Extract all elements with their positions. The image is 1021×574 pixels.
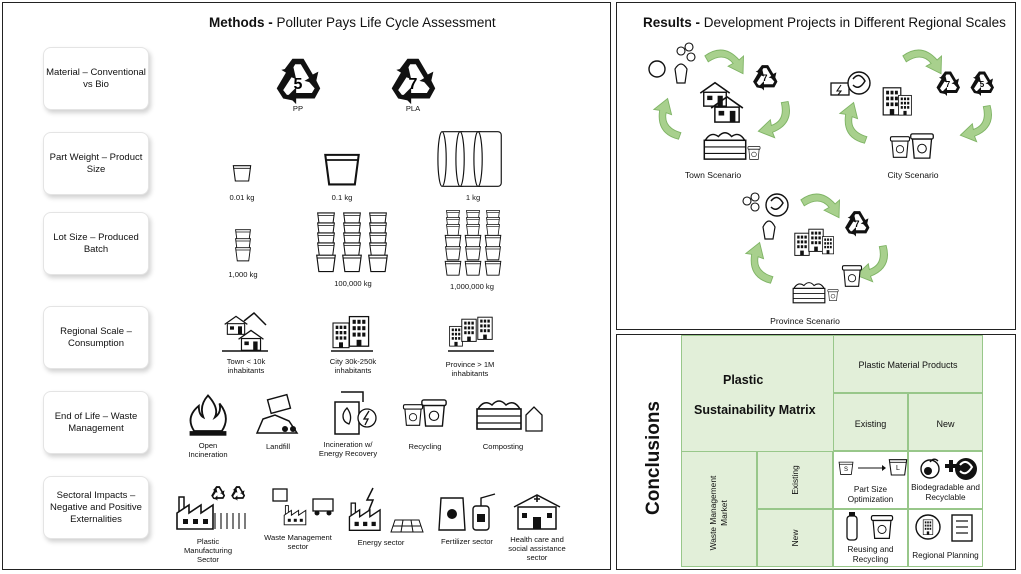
row-new-cell <box>757 509 833 567</box>
cell-label-regional-planning: Regional Planning <box>912 551 979 560</box>
pla-recycling-icon: 7 <box>391 58 436 105</box>
sector-label-waste: Waste Management sector <box>264 533 332 551</box>
eol-label-incineration-recovery: Incineration w/ Energy Recovery <box>318 440 378 458</box>
biodegradable-recyclable-icon <box>920 458 977 480</box>
weight-label-small: 0.01 kg <box>229 193 255 202</box>
results-panel: Results - Development Projects in Differ… <box>616 2 1016 330</box>
cell-label-part-size: Part Size Optimization <box>847 485 894 504</box>
eol-label-composting: Composting <box>482 442 524 451</box>
province-scenario-label: Province Scenario <box>770 316 840 326</box>
sector-label-fertilizer: Fertilizer sector <box>441 537 493 546</box>
col-new-label: New <box>936 419 955 429</box>
svg-text:S: S <box>844 467 848 473</box>
regional-planning-icon <box>915 514 973 542</box>
svg-text:5: 5 <box>294 76 303 93</box>
cell-label-reusing: Reusing and Recycling <box>847 545 894 564</box>
col-new-cell <box>908 393 983 451</box>
svg-text:5: 5 <box>980 80 985 89</box>
cell-label-biodegradable: Biodegradable and Recyclable <box>911 483 980 502</box>
city-icon <box>331 315 373 352</box>
drum-containers-icon <box>437 131 502 187</box>
row-label-end-of-life: End of Life – Waste Management <box>43 391 149 454</box>
eol-label-recycling: Recycling <box>408 442 442 451</box>
row-label-lot-size: Lot Size – Produced Batch <box>43 212 149 275</box>
row-label-part-weight: Part Weight – Product Size <box>43 132 149 195</box>
row-label-sectoral-impacts: Sectoral Impacts – Negative and Positive… <box>43 476 149 539</box>
landfill-icon <box>255 393 299 434</box>
col-existing-label: Existing <box>854 419 887 429</box>
small-cup-icon <box>232 165 252 182</box>
open-incineration-icon <box>188 394 228 437</box>
col-existing-cell <box>833 393 908 451</box>
row-header-cell <box>681 451 757 567</box>
svg-text:7: 7 <box>854 219 859 229</box>
large-lot-cups-icon <box>444 210 502 276</box>
svg-text:7: 7 <box>946 80 951 89</box>
conclusions-heading: Conclusions <box>643 400 665 516</box>
part-size-optimization-icon: S L <box>838 459 908 476</box>
city-scale-label: City 30k-250k inhabitants <box>329 357 377 375</box>
pla-label: PLA <box>405 104 421 113</box>
svg-text:7: 7 <box>409 76 418 93</box>
energy-sector-icon <box>348 487 424 533</box>
small-lot-cups-icon <box>234 229 252 262</box>
medium-lot-cups-icon <box>316 212 388 273</box>
province-scenario-cycle: 7 <box>738 182 893 304</box>
col-header-label: Plastic Material Products <box>858 360 958 370</box>
sector-label-health: Health care and social assistance sector <box>508 535 566 562</box>
row-new-label: New <box>790 529 800 547</box>
lot-label-large: 1,000,000 kg <box>450 282 494 291</box>
cell-new-existing <box>833 509 908 567</box>
matrix-title-line1: Plastic <box>723 373 764 387</box>
weight-label-medium: 0.1 kg <box>331 193 353 202</box>
reusing-recycling-icon <box>846 512 894 541</box>
recycling-bins-icon <box>402 399 448 427</box>
eol-label-landfill: Landfill <box>265 442 291 451</box>
town-scenario-cycle: 7 <box>646 38 795 160</box>
province-icon <box>448 316 494 352</box>
conclusions-panel: Conclusions Plastic Sustainability Matri… <box>616 334 1016 570</box>
pp-recycling-icon: 5 <box>276 58 321 105</box>
row-existing-cell <box>757 451 833 509</box>
col-header-cell <box>833 335 983 393</box>
results-title: Results - Development Projects in Differ… <box>643 15 1006 30</box>
town-scenario-label: Town Scenario <box>684 170 742 180</box>
row-label-material: Material – Conventional vs Bio <box>43 47 149 110</box>
town-icon <box>222 311 268 352</box>
svg-text:L: L <box>896 465 900 472</box>
weight-label-large: 1 kg <box>465 193 481 202</box>
plastic-manufacturing-icon <box>176 486 246 530</box>
medium-cup-icon <box>324 153 360 186</box>
incineration-energy-recovery-icon <box>334 391 377 435</box>
composting-icon <box>476 400 543 432</box>
row-header-label: Waste Management Market <box>708 475 729 551</box>
eol-label-open-incineration: Open Incineration <box>188 441 228 459</box>
fertilizer-sector-icon <box>438 493 496 531</box>
province-scale-label: Province > 1M inhabitants <box>445 360 495 378</box>
sector-label-plastic: Plastic Manufacturing Sector <box>183 537 233 564</box>
row-label-regional-scale: Regional Scale – Consumption <box>43 306 149 369</box>
methods-title: Methods - Polluter Pays Life Cycle Asses… <box>209 15 496 30</box>
city-scenario-label: City Scenario <box>887 170 939 180</box>
sector-label-energy: Energy sector <box>357 538 405 547</box>
pp-label: PP <box>292 104 304 113</box>
row-existing-label: Existing <box>790 465 800 495</box>
lot-label-medium: 100,000 kg <box>334 279 372 288</box>
town-scale-label: Town < 10k inhabitants <box>226 357 266 375</box>
methods-panel: Methods - Polluter Pays Life Cycle Asses… <box>2 2 611 570</box>
health-care-sector-icon <box>513 494 561 530</box>
lot-label-small: 1,000 kg <box>228 270 258 279</box>
waste-management-sector-icon <box>272 488 334 526</box>
matrix-title-line2: Sustainability Matrix <box>694 403 816 417</box>
svg-text:7: 7 <box>762 73 767 83</box>
city-scenario-cycle: 7 5 <box>830 38 997 159</box>
